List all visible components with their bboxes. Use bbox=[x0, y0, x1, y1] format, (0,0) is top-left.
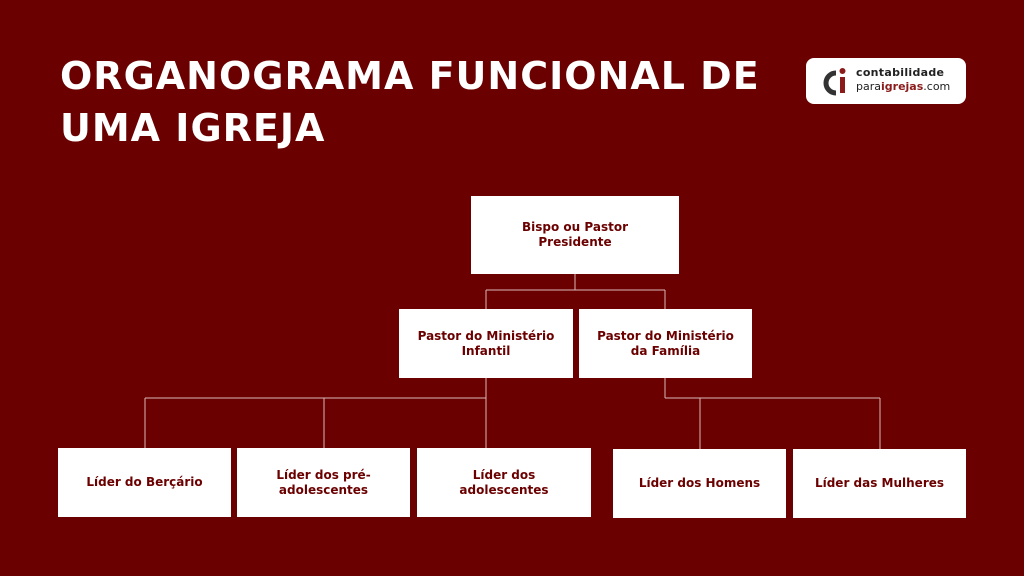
logo-mark-icon bbox=[823, 68, 846, 96]
node-pre-adolescentes-label: Líder dos pré-adolescentes bbox=[276, 467, 371, 497]
node-familia[interactable]: Pastor do Ministério da Família bbox=[579, 309, 752, 378]
logo-line-1: contabilidade bbox=[856, 66, 945, 79]
node-adolescentes-label: Líder dos adolescentes bbox=[459, 467, 549, 497]
brand-logo[interactable]: contabilidade paraigrejas.com bbox=[806, 58, 966, 104]
node-bercario[interactable]: Líder do Berçário bbox=[58, 448, 231, 517]
node-familia-label: Pastor do Ministério da Família bbox=[597, 328, 734, 358]
node-infantil-label: Pastor do Ministério Infantil bbox=[417, 328, 555, 358]
node-bercario-label: Líder do Berçário bbox=[86, 475, 203, 489]
node-homens[interactable]: Líder dos Homens bbox=[613, 449, 786, 518]
node-mulheres[interactable]: Líder das Mulheres bbox=[793, 449, 966, 518]
logo-line-2: paraigrejas.com bbox=[856, 80, 951, 93]
logo-wordmark: contabilidade paraigrejas.com bbox=[856, 66, 950, 94]
node-root-label: Bispo ou Pastor Presidente bbox=[522, 220, 628, 249]
node-root[interactable]: Bispo ou Pastor Presidente bbox=[471, 196, 679, 274]
page-title: ORGANOGRAMA FUNCIONAL DE UMA IGREJA bbox=[60, 50, 760, 154]
node-mulheres-label: Líder das Mulheres bbox=[814, 476, 945, 490]
title-line-2: UMA IGREJA bbox=[60, 106, 326, 150]
node-adolescentes[interactable]: Líder dos adolescentes bbox=[417, 448, 591, 517]
node-pre-adolescentes[interactable]: Líder dos pré-adolescentes bbox=[237, 448, 410, 517]
node-homens-label: Líder dos Homens bbox=[638, 476, 761, 490]
title-line-1: ORGANOGRAMA FUNCIONAL DE bbox=[60, 54, 760, 98]
node-infantil[interactable]: Pastor do Ministério Infantil bbox=[399, 309, 573, 378]
